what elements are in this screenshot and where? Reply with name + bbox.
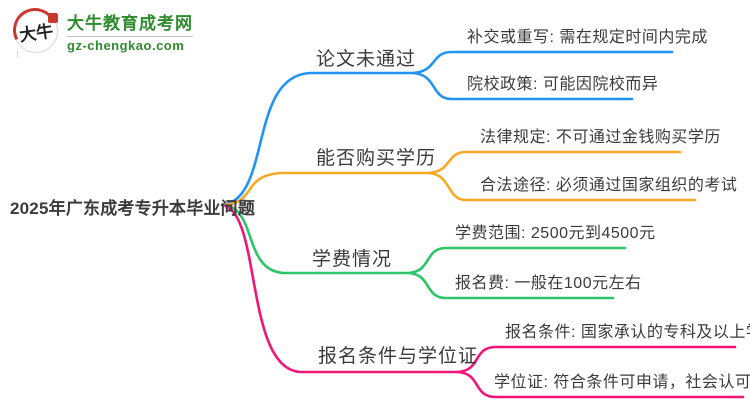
leaf-label-resubmit-rewrite: 补交或重写: 需在规定时间内完成	[467, 29, 708, 46]
leaf-label-school-policy: 院校政策: 可能因院校而异	[467, 76, 659, 93]
logo-text-block: 大牛教育成考网 gz-chengkao.com	[67, 9, 193, 53]
daniu-logo-icon: 大牛	[7, 2, 63, 58]
site-logo: 大牛 大牛教育成考网 gz-chengkao.com	[7, 2, 193, 58]
central-topic: 2025年广东成考专升本毕业问题	[10, 199, 256, 218]
logo-speech-bubble-tail	[18, 49, 27, 57]
branch-lines-thesis-not-passed	[220, 50, 674, 207]
leaf-label-legal-rule: 法律规定: 不可通过金钱购买学历	[480, 129, 721, 146]
leaf-label-registration-fee: 报名费: 一般在100元左右	[455, 275, 642, 292]
leaf-label-degree-certificate: 学位证: 符合条件可申请，社会认可度高	[494, 374, 750, 391]
branch-label-thesis-not-passed: 论文未通过	[316, 49, 417, 70]
logo-domain: gz-chengkao.com	[67, 36, 193, 53]
logo-title: 大牛教育成考网	[67, 14, 193, 33]
branch-label-requirements-degree: 报名条件与学位证	[318, 346, 479, 367]
leaf-label-registration-requirements: 报名条件: 国家承认的专科及以上学历	[505, 324, 750, 341]
branch-lines-tuition	[220, 203, 627, 300]
logo-red-seal-icon	[48, 13, 58, 23]
branch-label-buy-diploma: 能否购买学历	[316, 148, 437, 169]
branch-lines-requirements-degree	[220, 203, 745, 399]
branch-label-tuition: 学费情况	[312, 249, 393, 270]
branch-lines-buy-diploma	[220, 150, 697, 207]
leaf-label-legal-path: 合法途径: 必须通过国家组织的考试	[480, 177, 738, 194]
leaf-label-tuition-range: 学费范围: 2500元到4500元	[455, 225, 656, 242]
